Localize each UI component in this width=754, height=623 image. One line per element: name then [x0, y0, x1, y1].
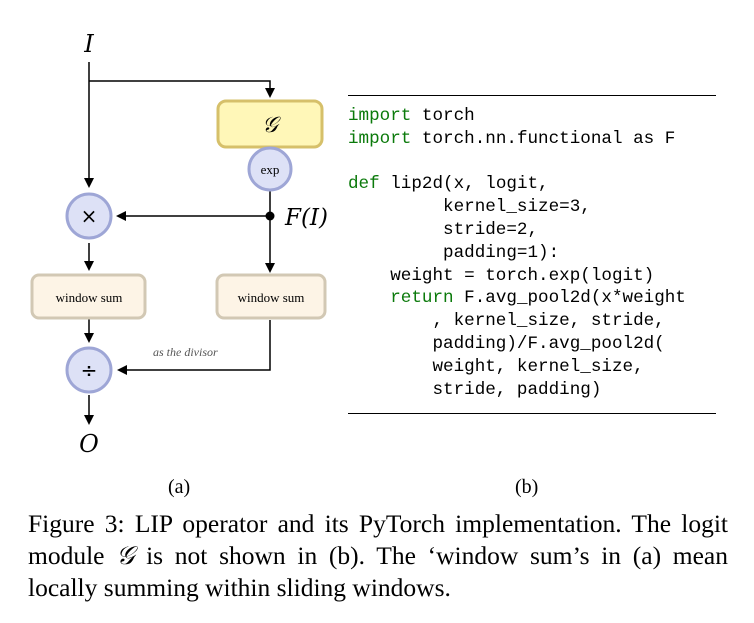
input-label: I — [83, 30, 94, 58]
code-text — [348, 152, 359, 172]
code-line: padding)/F.avg_pool2d( — [348, 333, 716, 356]
code-text: torch.nn.functional as F — [411, 128, 676, 149]
code-text: stride, padding) — [348, 379, 602, 400]
divide-label: ÷ — [81, 358, 98, 382]
code-keyword: import — [348, 128, 412, 149]
flow-lines — [84, 62, 275, 425]
code-text: kernel_size=3, — [348, 197, 591, 218]
code-text: padding)/F.avg_pool2d( — [348, 333, 665, 354]
code-line: kernel_size=3, — [348, 196, 716, 219]
logit-module-label: 𝒢 — [262, 113, 281, 138]
code-text: stride=2, — [348, 219, 539, 240]
code-line: stride, padding) — [348, 379, 716, 402]
divisor-annotation: as the divisor — [153, 345, 218, 359]
exp-label: exp — [261, 162, 280, 177]
multiply-node — [65, 192, 113, 240]
code-text: padding=1): — [348, 242, 560, 263]
code-line: def lip2d(x, logit, — [348, 173, 716, 196]
figure-caption: Figure 3: LIP operator and its PyTorch i… — [28, 508, 728, 604]
code-line: return F.avg_pool2d(x*weight — [348, 287, 716, 310]
divide-node — [65, 346, 113, 394]
code-keyword: def — [348, 174, 380, 195]
code-line: padding=1): — [348, 242, 716, 265]
code-text: lip2d(x, logit, — [379, 174, 549, 195]
caption-part2: is not shown in (b). The ‘window sum’s i… — [28, 541, 728, 602]
window-sum-left-label: window sum — [56, 290, 123, 305]
code-line — [348, 151, 716, 174]
exp-node — [247, 146, 293, 192]
feature-label: F(I) — [284, 205, 328, 231]
code-line: , kernel_size, stride, — [348, 310, 716, 333]
code-text: F.avg_pool2d(x*weight — [453, 288, 686, 309]
code-line: weight, kernel_size, — [348, 356, 716, 379]
output-label: O — [79, 430, 99, 458]
code-text: torch — [411, 106, 475, 126]
code-keyword: return — [348, 288, 454, 309]
caption-symbol: 𝒢 — [116, 541, 135, 571]
code-keyword: import — [348, 106, 412, 126]
junction-dot — [265, 211, 275, 221]
subfig-label-b: (b) — [515, 476, 539, 498]
code-line: stride=2, — [348, 219, 716, 242]
window-sum-right-box — [215, 273, 327, 320]
subfig-label-a: (a) — [168, 476, 191, 498]
code-line: weight = torch.exp(logit) — [348, 265, 716, 288]
caption-part1: Figure 3: LIP operator and its PyTorch i… — [28, 509, 728, 570]
code-text: weight, kernel_size, — [348, 356, 644, 377]
code-text: weight = torch.exp(logit) — [348, 265, 655, 286]
code-line: import torch.nn.functional as F — [348, 128, 716, 151]
code-line: import torch — [348, 105, 716, 128]
window-sum-left-box — [30, 273, 147, 320]
lip-operator-diagram: I 𝒢 exp F(I) × window sum window sum as … — [30, 30, 328, 458]
code-text: , kernel_size, stride, — [348, 311, 665, 332]
multiply-label: × — [81, 204, 98, 228]
window-sum-right-label: window sum — [238, 290, 305, 305]
